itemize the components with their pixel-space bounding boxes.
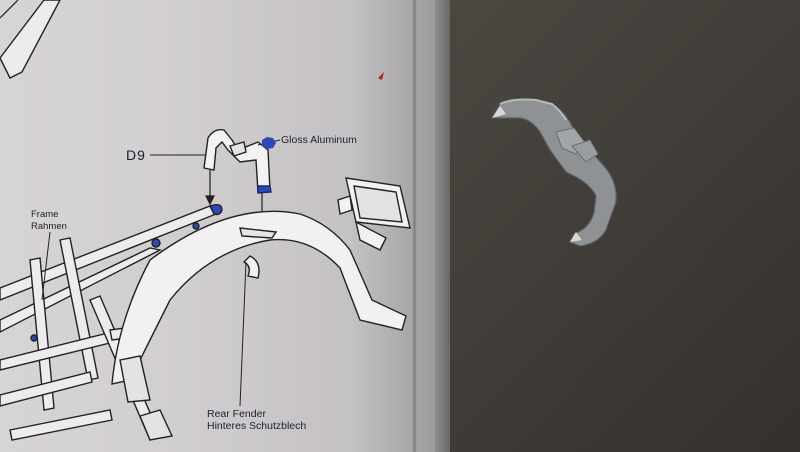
frame-label-german: Rahmen: [31, 221, 67, 232]
red-mark: [378, 72, 384, 80]
cardboard-background: [450, 0, 800, 452]
paint-marker-icon: [262, 137, 276, 149]
rear-fender-drawing: [111, 210, 407, 441]
rear-fender-label-english: Rear Fender: [207, 408, 266, 420]
frame-label-english: Frame: [31, 209, 59, 220]
previous-step-fragment: [0, 0, 61, 79]
grab-handle-part-photo: [490, 98, 617, 247]
frame-drawing: [0, 203, 223, 441]
frame-label: Frame Rahmen: [31, 209, 67, 233]
part-code-label: D9: [126, 147, 146, 163]
rear-fender-label-german: Hinteres Schutzblech: [207, 420, 307, 432]
tail-light-drawing: [337, 177, 411, 251]
sheet-fold-crease: [412, 0, 417, 452]
rear-fender-label: Rear Fender Hinteres Schutzblech: [207, 408, 306, 432]
grab-handle-drawing: [203, 128, 272, 194]
paint-note-label: Gloss Aluminum: [281, 134, 357, 146]
